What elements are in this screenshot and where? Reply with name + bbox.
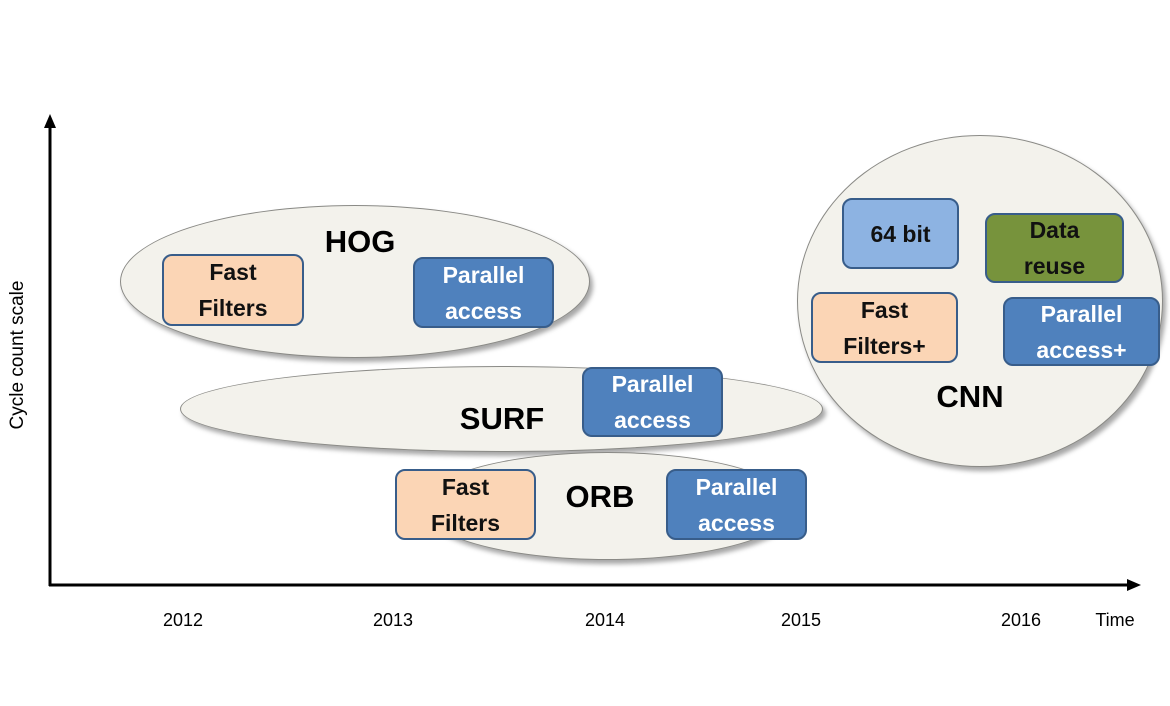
x-tick-2016: 2016 — [1000, 610, 1042, 630]
y-axis-label: Cycle count scale — [7, 280, 28, 430]
orb-label: ORB — [565, 479, 635, 514]
surf-parallel-access: Parallel access — [582, 367, 723, 437]
cnn-label: CNN — [936, 379, 1004, 414]
hog-fast-filters: Fast Filters — [162, 254, 304, 326]
x-tick-2013: 2013 — [372, 610, 414, 630]
cnn-data-reuse: Data reuse — [985, 213, 1124, 283]
orb-fast-filters: Fast Filters — [395, 469, 536, 540]
cnn-64-bit: 64 bit — [842, 198, 959, 269]
orb-parallel-access: Parallel access — [666, 469, 807, 540]
cnn-fast-filters-plus: Fast Filters+ — [811, 292, 958, 363]
x-tick-2015: 2015 — [780, 610, 822, 630]
x-axis-arrow-icon — [1127, 579, 1141, 591]
x-axis-label: Time — [1095, 610, 1135, 630]
x-tick-2014: 2014 — [584, 610, 626, 630]
y-axis-arrow-icon — [44, 114, 56, 128]
surf-label: SURF — [459, 401, 545, 436]
hog-label: HOG — [324, 224, 396, 259]
hog-parallel-access: Parallel access — [413, 257, 554, 328]
x-tick-2012: 2012 — [162, 610, 204, 630]
cnn-parallel-access-plus: Parallel access+ — [1003, 297, 1160, 366]
